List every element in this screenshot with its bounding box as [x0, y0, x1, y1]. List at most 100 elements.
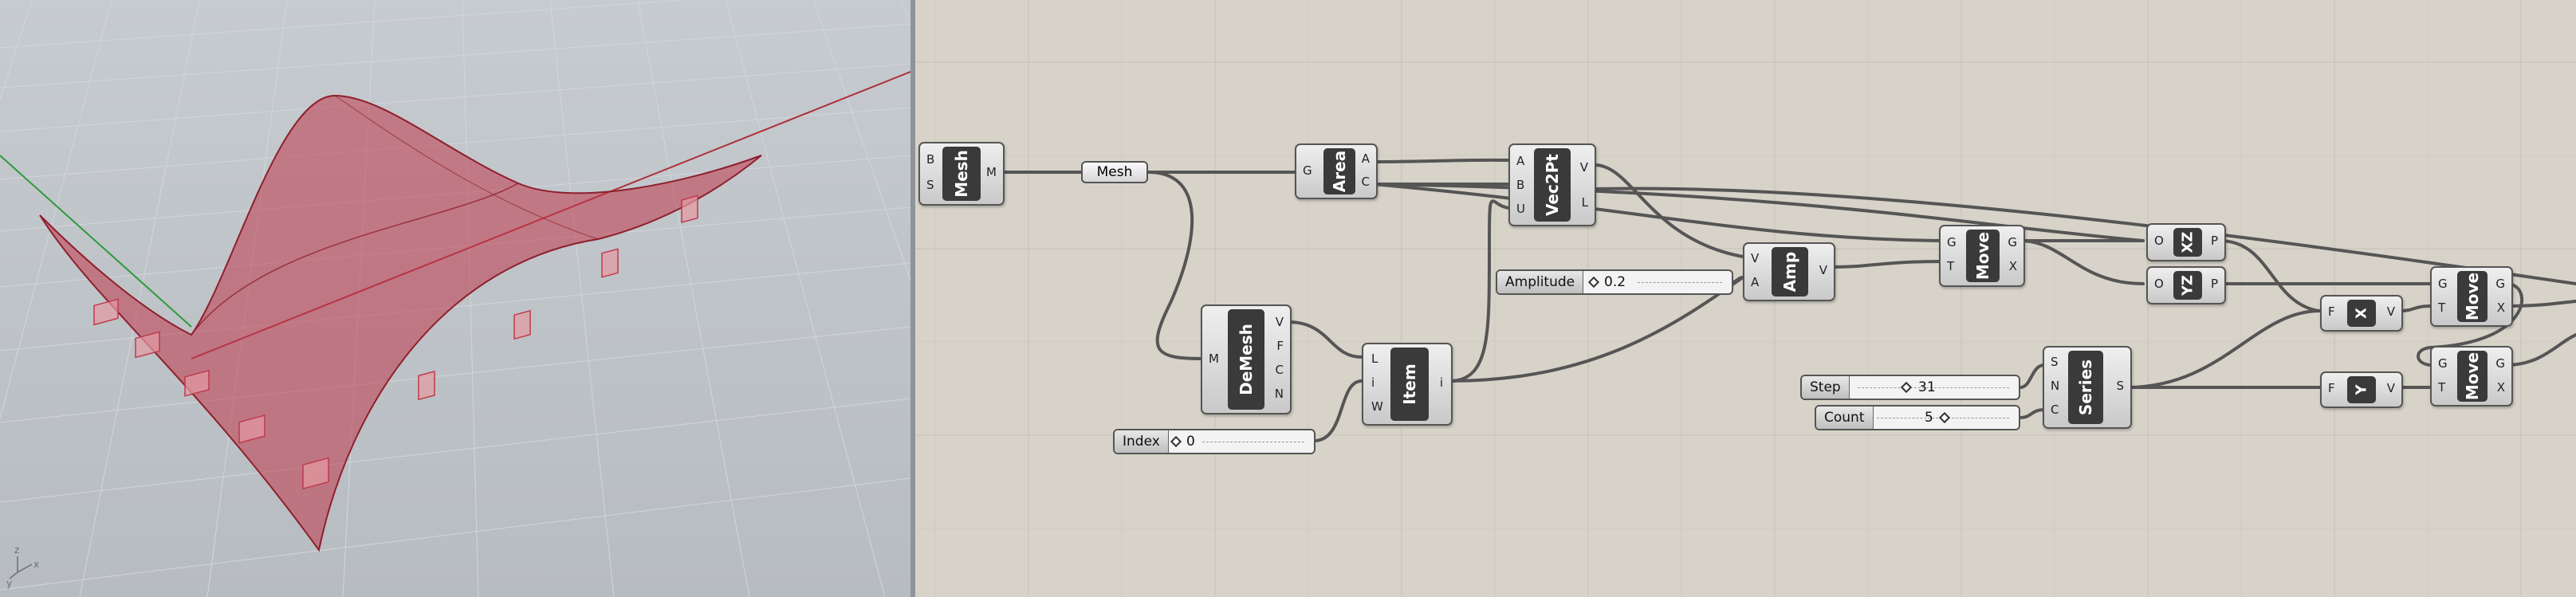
yz-plane-component[interactable]: YZ O P: [2146, 266, 2226, 304]
xz-plane-title: XZ: [2179, 231, 2196, 253]
move-3-output-x[interactable]: X: [2496, 380, 2505, 395]
vec2pt-component[interactable]: Vec2Pt A B U V L: [1508, 143, 1596, 226]
amplitude-slider-knob[interactable]: [1587, 276, 1600, 289]
wire-unitx-to-move2: [2398, 304, 2432, 312]
move-2-output-g[interactable]: G: [2495, 277, 2505, 291]
unit-x-input-f[interactable]: F: [2328, 304, 2335, 319]
wire-area-a-to-vec2pt-a: [1371, 158, 1512, 163]
vec2pt-input-a[interactable]: A: [1516, 154, 1525, 168]
move-2-output-x[interactable]: X: [2496, 300, 2505, 315]
move-1-input-g[interactable]: G: [1947, 235, 1957, 249]
mesh-component[interactable]: Mesh B S M: [918, 142, 1005, 206]
series-title: Series: [2076, 359, 2095, 416]
mesh-input-b[interactable]: B: [926, 152, 935, 167]
list-item-input-l[interactable]: L: [1371, 352, 1378, 366]
mesh-surface: [39, 94, 762, 552]
deconstruct-mesh-output-n[interactable]: N: [1274, 387, 1284, 401]
list-item-input-w[interactable]: W: [1371, 399, 1383, 414]
step-slider-label: Step: [1802, 376, 1850, 399]
mesh-input-s[interactable]: S: [926, 178, 934, 192]
move-component-3[interactable]: Move G T G X: [2430, 346, 2513, 407]
unit-y-output-v[interactable]: V: [2386, 381, 2395, 395]
move-3-output-g[interactable]: G: [2495, 356, 2505, 371]
series-output-s[interactable]: S: [2116, 379, 2124, 393]
mesh-title: Mesh: [952, 150, 971, 198]
wire-move2-out: [2505, 300, 2576, 308]
yz-plane-output-p[interactable]: P: [2210, 277, 2218, 291]
index-slider[interactable]: Index 0: [1113, 429, 1316, 454]
area-component[interactable]: Area G A C: [1295, 143, 1378, 199]
deconstruct-mesh-component[interactable]: DeMesh M V F C N: [1201, 304, 1292, 414]
vec2pt-output-l[interactable]: L: [1581, 195, 1588, 210]
count-slider-label: Count: [1816, 407, 1874, 429]
move-1-title: Move: [1973, 231, 1992, 281]
xz-plane-component[interactable]: XZ O P: [2146, 223, 2226, 261]
wire-move2-to-move3: [2417, 282, 2523, 367]
vec2pt-input-b[interactable]: B: [1516, 178, 1525, 192]
list-item-output-i[interactable]: i: [1439, 375, 1443, 390]
index-slider-label: Index: [1115, 430, 1169, 453]
mesh-output-m[interactable]: M: [986, 165, 997, 179]
move-3-input-t[interactable]: T: [2438, 380, 2446, 395]
wire-xz-to-unitx: [2218, 239, 2320, 312]
unit-x-output-v[interactable]: V: [2386, 304, 2395, 319]
area-output-c[interactable]: C: [1361, 175, 1370, 189]
vec2pt-input-u[interactable]: U: [1516, 202, 1525, 216]
vec2pt-output-v[interactable]: V: [1579, 160, 1588, 175]
index-slider-knob[interactable]: [1170, 435, 1182, 448]
count-slider-knob[interactable]: [1938, 411, 1951, 424]
move-1-output-x[interactable]: X: [2008, 259, 2017, 273]
amplitude-component[interactable]: Amp V A V: [1743, 242, 1835, 301]
series-input-c[interactable]: C: [2051, 403, 2059, 417]
xz-plane-output-p[interactable]: P: [2210, 234, 2218, 248]
wire-vec2pt-l-to-far: [1593, 187, 2576, 285]
deconstruct-mesh-input-m[interactable]: M: [1209, 352, 1219, 366]
wire-vec2pt-v-to-amp: [1593, 163, 1744, 258]
amplitude-slider[interactable]: Amplitude 0.2: [1496, 269, 1733, 295]
unit-y-component[interactable]: Y F V: [2320, 371, 2403, 408]
area-input-g[interactable]: G: [1303, 163, 1312, 178]
mesh-parameter[interactable]: Mesh: [1081, 161, 1148, 183]
amplitude-input-v[interactable]: V: [1751, 251, 1760, 265]
series-input-s[interactable]: S: [2051, 355, 2059, 369]
canvas-grid: [915, 0, 2576, 597]
step-slider-value: 31: [1918, 379, 1936, 395]
viewport-splitter[interactable]: [910, 0, 915, 597]
xz-plane-input-o[interactable]: O: [2154, 234, 2164, 248]
rhino-viewport[interactable]: x y z: [0, 0, 910, 597]
index-slider-value: 0: [1186, 434, 1195, 450]
series-input-n[interactable]: N: [2051, 379, 2060, 393]
move-2-input-t[interactable]: T: [2438, 300, 2446, 315]
count-slider-value: 5: [1925, 410, 1933, 426]
move-component-2[interactable]: Move G T G X: [2430, 266, 2513, 327]
area-output-a[interactable]: A: [1361, 151, 1370, 166]
wire-amp-to-move1: [1831, 260, 1945, 269]
list-item-input-i[interactable]: i: [1371, 375, 1375, 390]
deconstruct-mesh-output-f[interactable]: F: [1276, 339, 1284, 353]
amplitude-input-a[interactable]: A: [1751, 275, 1760, 289]
move-2-title: Move: [2463, 272, 2482, 321]
count-slider[interactable]: Count 5: [1815, 405, 2020, 430]
unit-x-title: X: [2353, 308, 2370, 319]
amplitude-output-v[interactable]: V: [1819, 263, 1827, 277]
series-component[interactable]: Series S N C S: [2043, 346, 2132, 429]
move-1-input-t[interactable]: T: [1947, 259, 1955, 273]
unit-y-input-f[interactable]: F: [2328, 381, 2335, 395]
move-2-input-g[interactable]: G: [2438, 277, 2448, 291]
move-3-title: Move: [2463, 352, 2482, 401]
wire-series-to-unitx: [2126, 309, 2322, 389]
step-slider-knob[interactable]: [1900, 381, 1913, 394]
move-1-output-g[interactable]: G: [2008, 235, 2017, 249]
move-3-input-g[interactable]: G: [2438, 356, 2448, 371]
grasshopper-canvas[interactable]: Mesh B S M Mesh Area G A C Vec2Pt A B U …: [915, 0, 2576, 597]
move-component-1[interactable]: Move G T G X: [1939, 225, 2025, 287]
mesh-parameter-label: Mesh: [1096, 164, 1133, 180]
yz-plane-input-o[interactable]: O: [2154, 277, 2164, 291]
yz-plane-title: YZ: [2179, 274, 2196, 297]
unit-x-component[interactable]: X F V: [2320, 295, 2403, 332]
step-slider[interactable]: Step 31: [1800, 375, 2020, 400]
axis-gizmo-y-label: y: [6, 578, 12, 589]
list-item-component[interactable]: Item L i W i: [1362, 343, 1453, 426]
deconstruct-mesh-output-v[interactable]: V: [1275, 315, 1284, 329]
deconstruct-mesh-output-c[interactable]: C: [1275, 363, 1284, 377]
